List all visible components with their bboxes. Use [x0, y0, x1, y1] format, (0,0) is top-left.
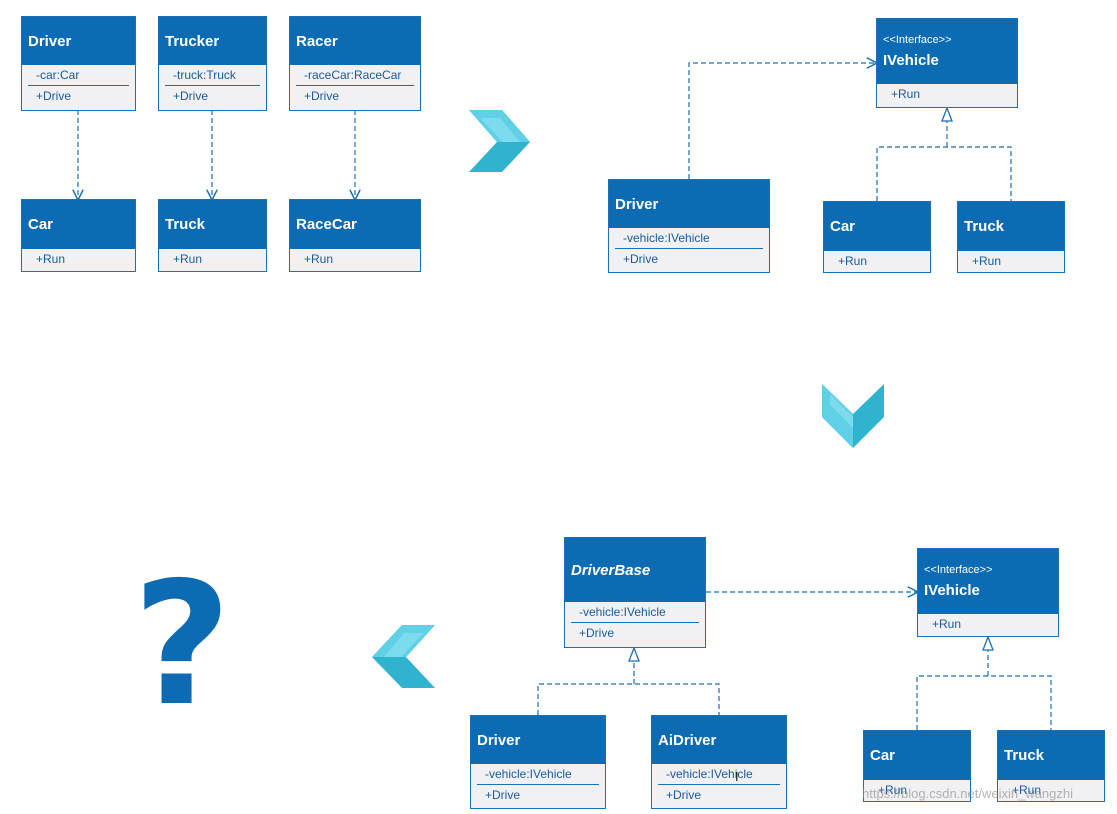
attribute: -vehicle:IVehicle [666, 767, 753, 781]
operation: +Run [932, 617, 962, 631]
operation: +Drive [304, 89, 340, 103]
class-name: DriverBase [571, 561, 651, 579]
class-name: Car [28, 216, 54, 233]
class-truck[interactable]: Truck +Run [957, 201, 1065, 273]
class-name: Truck [1004, 747, 1045, 764]
class-truck[interactable]: Truck +Run [158, 199, 267, 272]
operation: +Run [838, 254, 868, 268]
class-driver[interactable]: Driver -vehicle:IVehicle +Drive [470, 715, 606, 809]
class-car[interactable]: Car +Run [863, 730, 971, 802]
class-racer[interactable]: Racer -raceCar:RaceCar +Drive [289, 16, 421, 111]
inherit-arrowhead-stage3 [628, 646, 640, 662]
attribute: -vehicle:IVehicle [623, 231, 710, 245]
realize-car-ivehicle [876, 146, 1012, 201]
operation: +Run [891, 87, 921, 101]
divider [165, 85, 260, 86]
divider [571, 622, 699, 623]
operation: +Run [878, 783, 908, 797]
operation: +Drive [623, 252, 659, 266]
chevron-right-arrow [469, 110, 530, 172]
question-mark-icon: ? [132, 546, 232, 744]
realize-arrowhead-stage3 [982, 635, 994, 651]
operation: +Run [304, 252, 334, 266]
attribute: -raceCar:RaceCar [304, 68, 402, 82]
stereotype-label: <<Interface>> [883, 34, 952, 46]
class-racecar[interactable]: RaceCar +Run [289, 199, 421, 272]
class-truck[interactable]: Truck +Run [997, 730, 1105, 802]
inherit-drivers-driverbase [537, 683, 720, 715]
operation: +Drive [173, 89, 209, 103]
class-name: Driver [615, 195, 659, 213]
attribute: -vehicle:IVehicle [579, 605, 666, 619]
chevron-down-arrow [822, 384, 884, 448]
attribute: -car:Car [36, 68, 80, 82]
divider [658, 784, 780, 785]
class-driver[interactable]: Driver -vehicle:IVehicle +Drive [608, 179, 770, 273]
operation: +Run [972, 254, 1002, 268]
operation: +Drive [666, 788, 702, 802]
class-car[interactable]: Car +Run [823, 201, 931, 273]
class-name: Car [830, 218, 856, 235]
interface-ivehicle[interactable]: <<Interface>> IVehicle +Run [876, 18, 1018, 108]
class-name: AiDriver [658, 731, 717, 749]
operation: +Run [1012, 783, 1042, 797]
operation: +Run [173, 252, 203, 266]
text-cursor-icon: I [735, 769, 739, 784]
operation: +Drive [36, 89, 72, 103]
realize-car-truck-ivehicle [916, 675, 1052, 730]
operation: +Drive [579, 626, 615, 640]
class-name: RaceCar [296, 216, 357, 233]
class-driver[interactable]: Driver -car:Car +Drive [21, 16, 136, 111]
class-trucker[interactable]: Trucker -truck:Truck +Drive [158, 16, 267, 111]
divider [477, 784, 599, 785]
class-name: Car [870, 747, 896, 764]
divider [615, 248, 763, 249]
class-name: Racer [296, 32, 338, 50]
operation: +Drive [485, 788, 521, 802]
class-name: Driver [477, 731, 521, 749]
attribute: -truck:Truck [173, 68, 236, 82]
stereotype-label: <<Interface>> [924, 564, 993, 576]
class-name: Truck [165, 216, 206, 233]
watermark: https://blog.csdn.net/weixin_wangzhi [862, 786, 1074, 801]
class-name: IVehicle [883, 52, 939, 69]
class-name: IVehicle [924, 582, 980, 599]
chevron-left-arrow [372, 625, 435, 688]
class-name: Truck [964, 218, 1005, 235]
attribute: -vehicle:IVehicle [485, 767, 572, 781]
realize-arrowhead-stage2 [941, 106, 953, 122]
divider [28, 85, 129, 86]
class-name: Driver [28, 32, 72, 50]
divider [296, 85, 414, 86]
operation: +Run [36, 252, 66, 266]
dep-driver-ivehicle [688, 63, 876, 179]
class-name: Trucker [165, 32, 220, 50]
class-aidriver[interactable]: AiDriver -vehicle:IVehicle +Drive [651, 715, 787, 809]
interface-ivehicle[interactable]: <<Interface>> IVehicle +Run [917, 548, 1059, 637]
class-car[interactable]: Car +Run [21, 199, 136, 272]
class-driverbase[interactable]: DriverBase -vehicle:IVehicle +Drive [564, 537, 706, 648]
